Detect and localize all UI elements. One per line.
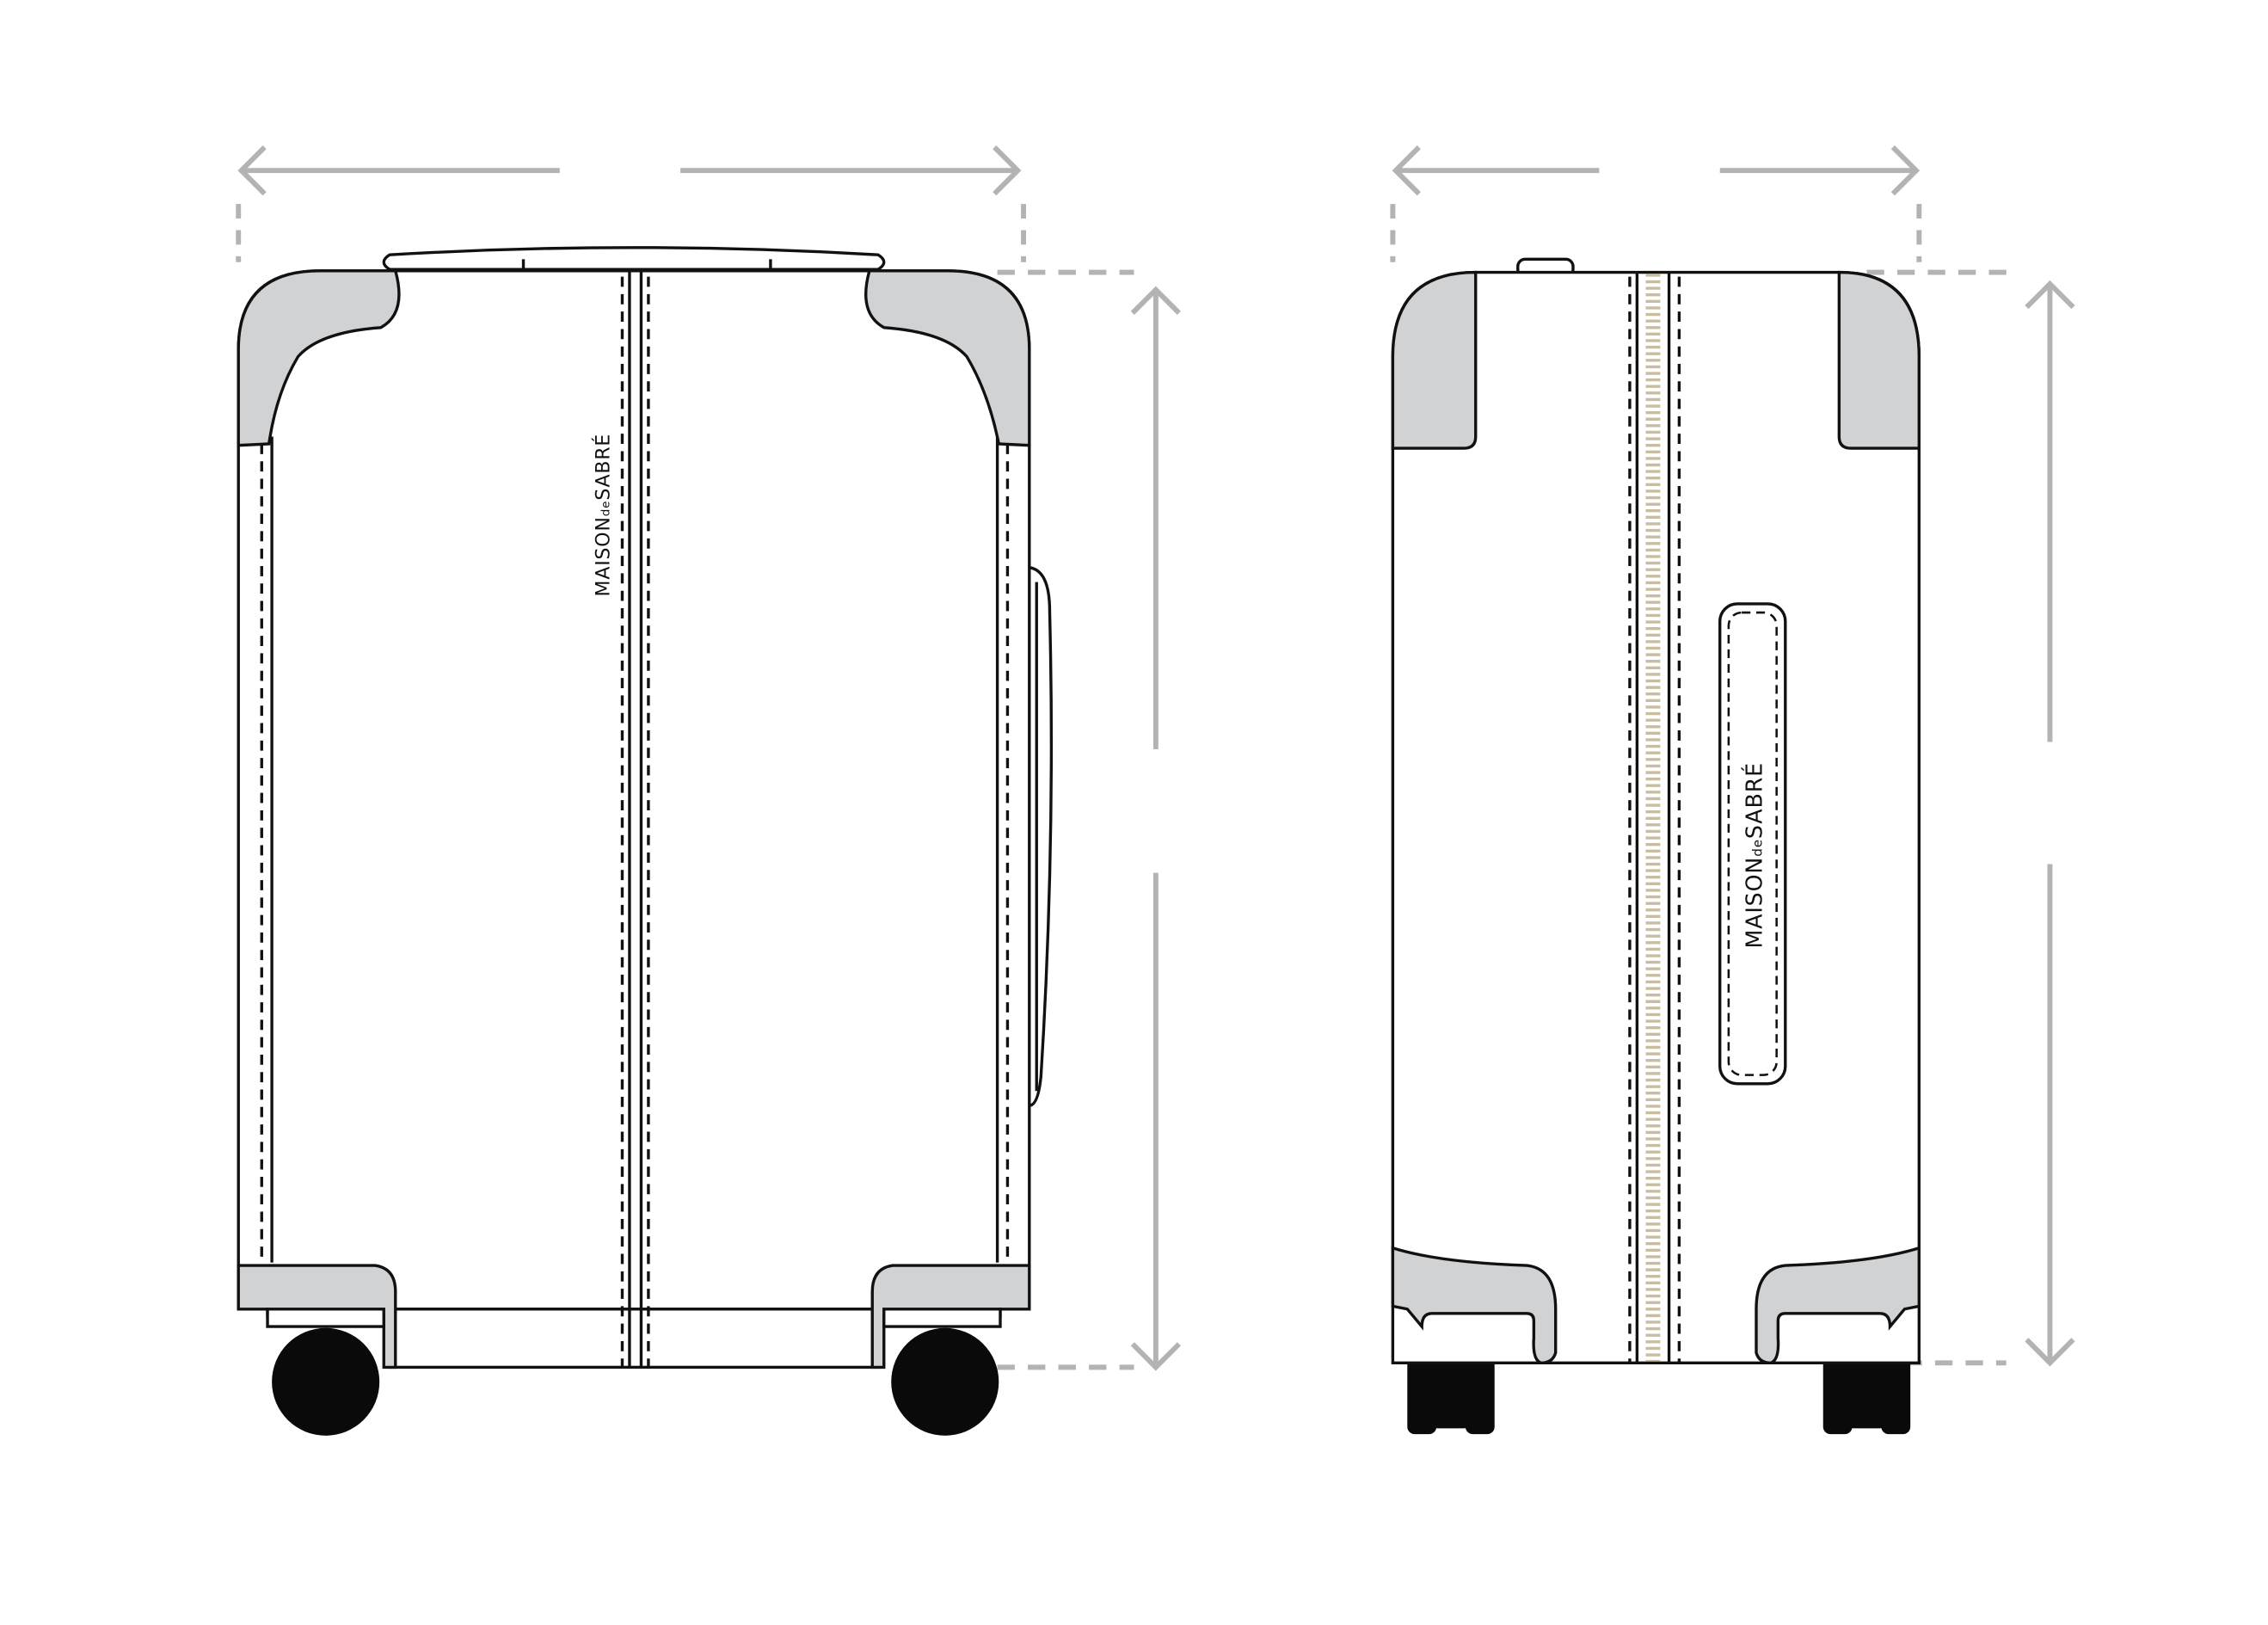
corner-guard [864, 269, 1031, 447]
side-depth-dimension [1390, 145, 1922, 262]
front-view: MAISONdeSABRÉ [236, 145, 1181, 1436]
side-suitcase-body [1391, 257, 1921, 1365]
front-suitcase-body [237, 246, 1054, 1370]
corner-guard [1391, 1246, 1558, 1365]
corner-guard [1391, 270, 1478, 450]
svg-text:MAISONdeSABRÉ: MAISONdeSABRÉ [1742, 762, 1767, 949]
corner-guard [237, 269, 401, 447]
top-handle [382, 246, 886, 271]
front-height-dimension [997, 269, 1181, 1371]
svg-text:MAISONdeSABRÉ: MAISONdeSABRÉ [592, 434, 614, 597]
corner-guard [1755, 1246, 1921, 1365]
side-view: MAISONdeSABRÉ [1390, 145, 2075, 1435]
wheel [891, 1327, 999, 1436]
front-width-dimension [236, 145, 1026, 262]
side-handle [1028, 565, 1054, 1107]
brand-logo: MAISONdeSABRÉ [1742, 762, 1767, 949]
wheel [272, 1327, 380, 1436]
brand-logo: MAISONdeSABRÉ [592, 434, 614, 597]
corner-guard [1837, 270, 1921, 450]
side-height-dimension [1866, 269, 2075, 1367]
